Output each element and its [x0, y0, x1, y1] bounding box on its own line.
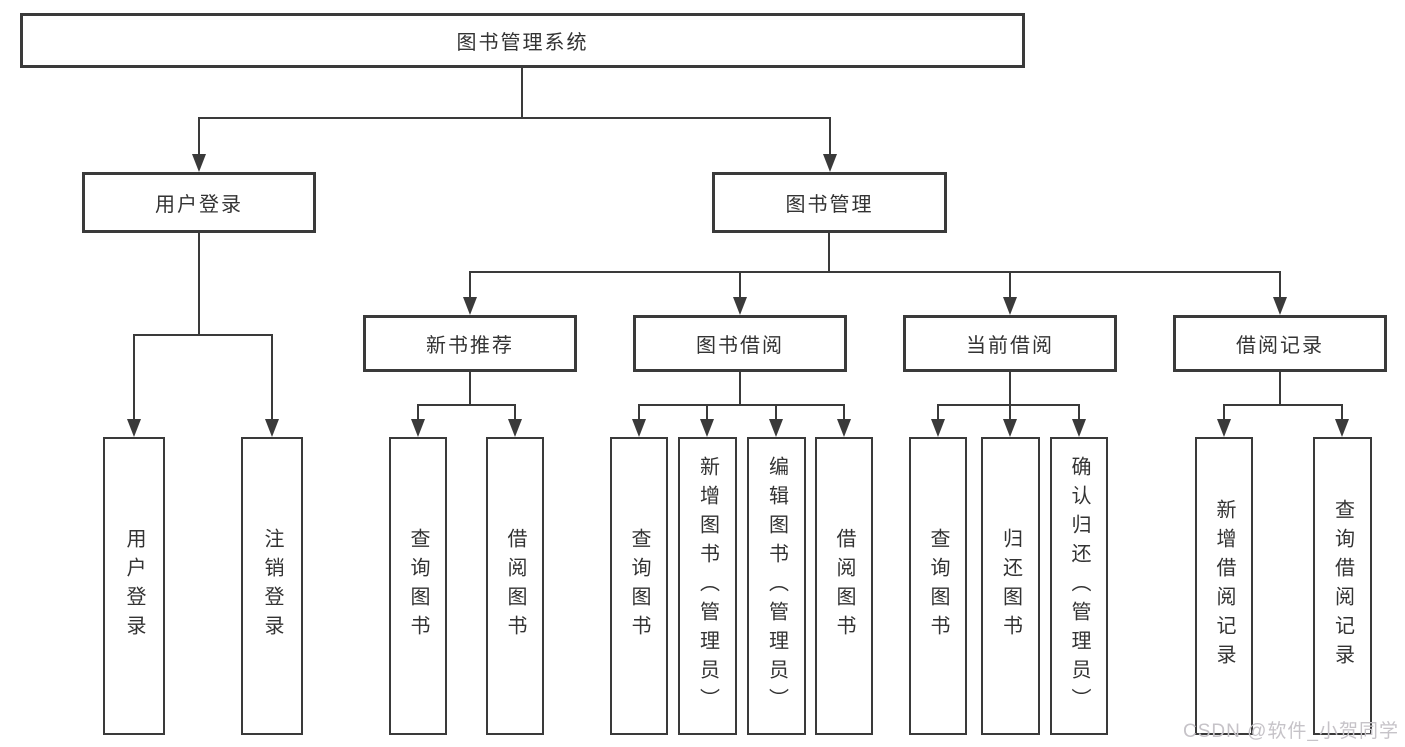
- connector-borrow-drop-2: [706, 404, 708, 422]
- connector-root-drop-right: [829, 117, 831, 156]
- arrowhead-down-icon: [411, 419, 425, 437]
- connector-book-mgmt-drop-2: [739, 271, 741, 299]
- leaf-confirm-return-admin: 确认归还（管理员）: [1050, 437, 1108, 735]
- connector-root-drop-left: [198, 117, 200, 156]
- node-new-book-recommend: 新书推荐: [363, 315, 577, 372]
- leaf-label: 查询图书: [407, 528, 429, 644]
- connector-current-bar: [937, 404, 1080, 406]
- leaf-logout: 注销登录: [241, 437, 303, 735]
- node-book-management: 图书管理: [712, 172, 947, 233]
- leaf-borrow-books-1: 借阅图书: [486, 437, 544, 735]
- leaf-label: 确认归还（管理员）: [1068, 455, 1090, 717]
- leaf-add-borrow-record: 新增借阅记录: [1195, 437, 1253, 735]
- node-library-management-system: 图书管理系统: [20, 13, 1025, 68]
- arrowhead-down-icon: [1217, 419, 1231, 437]
- leaf-user-login: 用户登录: [103, 437, 165, 735]
- arrowhead-down-icon: [127, 419, 141, 437]
- leaf-label: 借阅图书: [833, 528, 855, 644]
- arrowhead-down-icon: [823, 154, 837, 172]
- leaf-query-books-2: 查询图书: [610, 437, 668, 735]
- arrowhead-down-icon: [733, 297, 747, 315]
- leaf-label: 查询借阅记录: [1331, 499, 1354, 673]
- leaf-edit-books-admin: 编辑图书（管理员）: [747, 437, 806, 735]
- connector-recommend-drop-1: [417, 404, 419, 422]
- arrowhead-down-icon: [632, 419, 646, 437]
- arrowhead-down-icon: [931, 419, 945, 437]
- arrowhead-down-icon: [1072, 419, 1086, 437]
- leaf-label: 编辑图书（管理员）: [765, 455, 788, 717]
- leaf-borrow-books-2: 借阅图书: [815, 437, 873, 735]
- leaf-label: 注销登录: [261, 528, 283, 644]
- connector-user-login-drop-2: [271, 334, 273, 422]
- node-user-login: 用户登录: [82, 172, 316, 233]
- connector-current-drop-2: [1009, 404, 1011, 422]
- arrowhead-down-icon: [769, 419, 783, 437]
- connector-root-stem: [521, 68, 523, 118]
- connector-user-login-stem: [198, 233, 200, 336]
- connector-current-stem: [1009, 372, 1011, 406]
- connector-book-mgmt-bar: [469, 271, 1281, 273]
- connector-recommend-drop-2: [514, 404, 516, 422]
- connector-records-drop-2: [1341, 404, 1343, 422]
- leaf-label: 归还图书: [999, 528, 1022, 644]
- arrowhead-down-icon: [837, 419, 851, 437]
- node-borrow-records: 借阅记录: [1173, 315, 1387, 372]
- arrowhead-down-icon: [508, 419, 522, 437]
- connector-recommend-stem: [469, 372, 471, 406]
- leaf-label: 新增借阅记录: [1213, 499, 1235, 673]
- connector-borrow-drop-3: [775, 404, 777, 422]
- leaf-query-borrow-record: 查询借阅记录: [1313, 437, 1372, 735]
- connector-user-login-drop-1: [133, 334, 135, 422]
- leaf-label: 借阅图书: [504, 528, 526, 644]
- leaf-query-books-3: 查询图书: [909, 437, 967, 735]
- leaf-label: 查询图书: [628, 528, 650, 644]
- leaf-add-books-admin: 新增图书（管理员）: [678, 437, 737, 735]
- arrowhead-down-icon: [1003, 297, 1017, 315]
- arrowhead-down-icon: [463, 297, 477, 315]
- connector-root-bar: [198, 117, 831, 119]
- connector-borrow-bar: [638, 404, 845, 406]
- arrowhead-down-icon: [265, 419, 279, 437]
- arrowhead-down-icon: [192, 154, 206, 172]
- csdn-watermark: CSDN @软件_小贺同学: [1183, 721, 1399, 742]
- leaf-query-books-1: 查询图书: [389, 437, 447, 735]
- leaf-label: 用户登录: [123, 528, 145, 644]
- leaf-label: 新增图书（管理员）: [696, 455, 719, 717]
- connector-recommend-bar: [417, 404, 516, 406]
- connector-borrow-stem: [739, 372, 741, 406]
- connector-book-mgmt-stem: [828, 233, 830, 273]
- connector-borrow-drop-1: [638, 404, 640, 422]
- arrowhead-down-icon: [1273, 297, 1287, 315]
- arrowhead-down-icon: [700, 419, 714, 437]
- connector-current-drop-1: [937, 404, 939, 422]
- connector-records-bar: [1223, 404, 1343, 406]
- node-current-borrow: 当前借阅: [903, 315, 1117, 372]
- connector-user-login-bar: [134, 334, 273, 336]
- leaf-label: 查询图书: [927, 528, 949, 644]
- connector-book-mgmt-drop-1: [469, 271, 471, 299]
- connector-book-mgmt-drop-4: [1279, 271, 1281, 299]
- leaf-return-books: 归还图书: [981, 437, 1040, 735]
- connector-borrow-drop-4: [843, 404, 845, 422]
- connector-book-mgmt-drop-3: [1009, 271, 1011, 299]
- connector-records-stem: [1279, 372, 1281, 406]
- node-book-borrow: 图书借阅: [633, 315, 847, 372]
- connector-records-drop-1: [1223, 404, 1225, 422]
- arrowhead-down-icon: [1335, 419, 1349, 437]
- arrowhead-down-icon: [1003, 419, 1017, 437]
- connector-current-drop-3: [1078, 404, 1080, 422]
